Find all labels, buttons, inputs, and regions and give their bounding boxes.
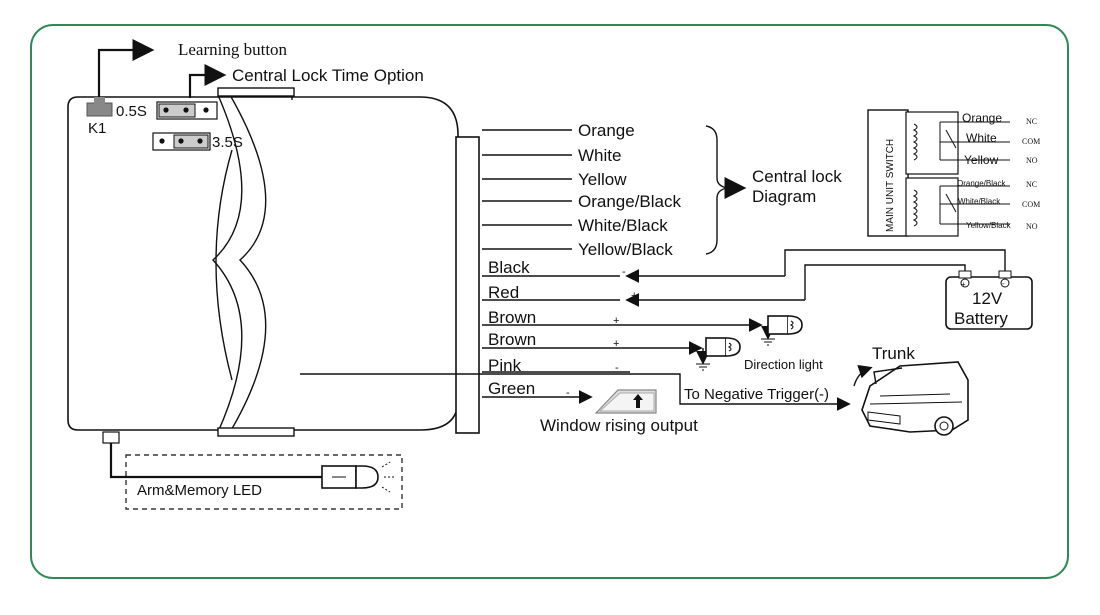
time-option-arrow: [188, 64, 227, 98]
main-wire-label: Brown: [488, 308, 536, 327]
battery-label: Battery: [954, 309, 1008, 328]
central-lock-diagram-label: Central lock: [752, 167, 842, 186]
relay-box: [867, 109, 1010, 237]
direction-light-bulb: [767, 315, 803, 335]
relay-top-contact: COM: [1022, 137, 1040, 146]
battery-voltage: 12V: [972, 289, 1003, 308]
learning-button-label: Learning button: [178, 40, 288, 59]
relay-bottom-contact: NO: [1026, 222, 1038, 231]
svg-text:-: -: [1002, 279, 1005, 288]
k1-label: K1: [88, 120, 106, 137]
jumper-05s-label: 0.5S: [116, 103, 147, 120]
direction-light-bulb: [705, 337, 741, 357]
relay-bottom-wire: Orange/Black: [957, 179, 1006, 188]
relay-top-contact: NO: [1026, 156, 1038, 165]
main-wire-label: Brown: [488, 330, 536, 349]
jumper-35s-label: 3.5S: [212, 134, 243, 151]
relay-top-wire: Orange: [962, 111, 1002, 125]
relay-top-wire: White: [966, 131, 997, 145]
negative-trigger-label: To Negative Trigger(-): [684, 386, 829, 403]
relay-bottom-wire: Yellow/Black: [966, 221, 1012, 230]
polarity-mark: -: [622, 266, 626, 278]
polarity-mark: +: [613, 315, 619, 327]
polarity-mark: -: [615, 362, 619, 374]
cl-wire-label: Orange/Black: [578, 192, 681, 211]
cl-wire-label: Yellow/Black: [578, 240, 673, 259]
main-unit: [67, 87, 459, 437]
main-unit-switch-label: MAIN UNIT SWITCH: [885, 139, 896, 232]
relay-bottom-contact: COM: [1022, 200, 1040, 209]
main-wire-label: Pink: [488, 356, 522, 375]
central-lock-diagram-label-2: Diagram: [752, 187, 816, 206]
polarity-mark: +: [613, 338, 619, 350]
relay-bottom-contact: NC: [1026, 180, 1037, 189]
window-rising-icon: [594, 389, 657, 414]
jumper-05s: [156, 101, 218, 120]
time-option-label: Central Lock Time Option: [232, 66, 424, 85]
arm-memory-led-label: Arm&Memory LED: [137, 482, 262, 499]
relay-top-contact: NC: [1026, 117, 1037, 126]
learning-button-k1: [86, 39, 155, 117]
main-wire-label: Red: [488, 283, 519, 302]
cl-wire-label: Orange: [578, 121, 635, 140]
cl-wire-label: White: [578, 146, 621, 165]
window-rising-label: Window rising output: [540, 416, 698, 435]
central-lock-wire-lines: [482, 129, 572, 250]
jumper-35s: [152, 132, 211, 151]
battery: + -: [945, 270, 1033, 330]
wire-connector: [455, 136, 480, 434]
relay-top-wire: Yellow: [964, 153, 999, 167]
main-wire-label: Black: [488, 258, 530, 277]
polarity-mark: +: [631, 290, 637, 302]
arm-memory-led: [102, 431, 403, 510]
main-wire-lines: [300, 249, 1006, 411]
svg-text:+: +: [961, 280, 966, 289]
diagram-frame: [30, 24, 1069, 579]
relay-bottom-wire: White/Black: [958, 197, 1001, 206]
polarity-mark: -: [566, 387, 570, 399]
trunk-car-icon: [853, 361, 969, 436]
central-lock-brace: [705, 125, 728, 255]
cl-wire-label: White/Black: [578, 216, 668, 235]
cl-wire-label: Yellow: [578, 170, 627, 189]
direction-light-label: Direction light: [744, 357, 823, 372]
trunk-label: Trunk: [872, 344, 915, 363]
main-wire-label: Green: [488, 379, 535, 398]
